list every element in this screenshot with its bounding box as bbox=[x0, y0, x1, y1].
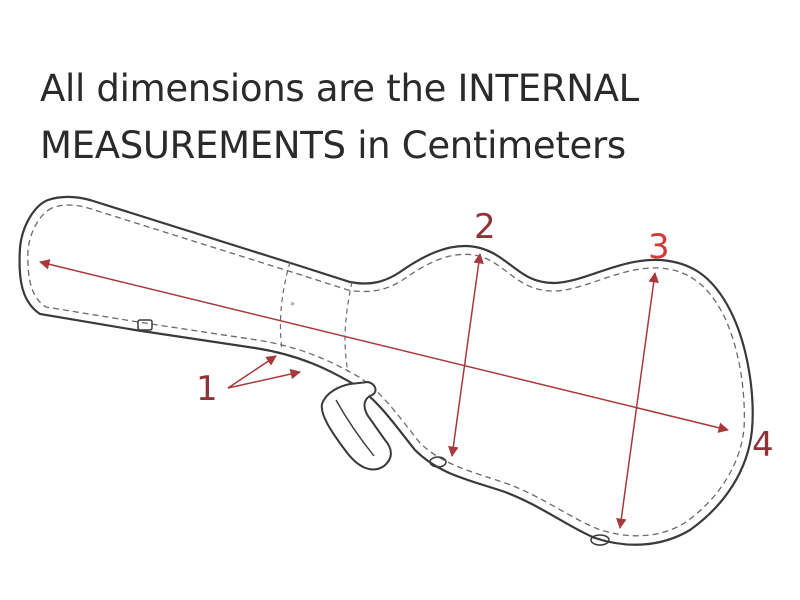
callout-2: 2 bbox=[474, 207, 496, 247]
heading-line-1: All dimensions are the INTERNAL bbox=[40, 67, 639, 110]
callout-3: 3 bbox=[648, 227, 670, 267]
depth-arrow-b bbox=[227, 368, 302, 389]
latch-icon-3 bbox=[590, 534, 610, 546]
latch-icon bbox=[137, 319, 153, 331]
latch-icon-2 bbox=[429, 456, 447, 468]
depth-arrow-a bbox=[227, 355, 277, 389]
seam-stitch-left-icon bbox=[279, 261, 291, 351]
length-arrow bbox=[38, 259, 730, 433]
seam-mark-icon: » bbox=[290, 299, 295, 308]
stitching-outline-icon bbox=[27, 204, 745, 537]
callout-4: 4 bbox=[752, 425, 774, 465]
heading: All dimensions are the INTERNAL MEASUREM… bbox=[40, 60, 639, 174]
seam-stitch-right-icon bbox=[344, 281, 353, 373]
heading-line-2: MEASUREMENTS in Centimeters bbox=[40, 124, 626, 167]
callout-1: 1 bbox=[196, 369, 218, 409]
guitar-case-outline-icon bbox=[18, 195, 754, 546]
lower-bout-arrow bbox=[616, 271, 659, 530]
upper-bout-arrow bbox=[448, 252, 484, 458]
